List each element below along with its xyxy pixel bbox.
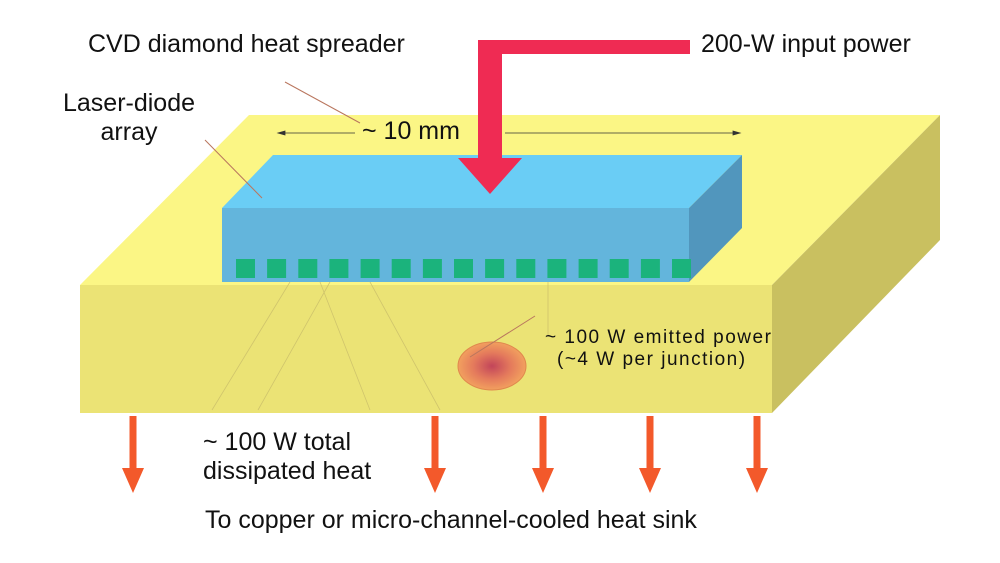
heat-path-lines [211,281,549,411]
array-side-face [689,155,742,282]
junction [329,259,349,278]
emitted-power-label: ~ 100 W emitted power (~4 W per junction… [545,327,772,371]
junction [640,259,660,278]
dimension-line [276,130,742,136]
junction [578,259,598,278]
emitted-power-label-line1: ~ 100 W emitted power [545,327,773,348]
laser-diode-label: Laser-diode array [44,89,214,147]
heat-sink-label: To copper or micro-channel-cooled heat s… [205,506,697,534]
dissipated-heat-label-line2: dissipated heat [203,456,372,485]
junction [609,259,629,278]
dissipated-heat-label: ~ 100 W total dissipated heat [203,428,371,486]
junction [298,259,318,278]
input-power-arrow [458,40,690,194]
heat-spreader-label: CVD diamond heat spreader [88,30,405,58]
heat-arrow [122,416,144,493]
junction [485,259,505,278]
hot-spot [457,341,527,391]
junction [672,259,691,278]
junction [360,259,380,278]
junction [391,259,411,278]
junction [454,259,473,278]
dissipated-heat-label-line1: ~ 100 W total [203,428,351,456]
heat-arrow [639,416,661,493]
substrate-side-face [772,115,940,413]
junction [236,259,255,278]
label-leader-lines [204,81,536,358]
heat-flow-arrows [122,416,768,493]
junction [422,259,442,278]
junction [267,259,287,278]
junction-row [236,259,691,278]
laser-diode-label-line2: array [100,117,158,146]
heat-arrow [424,416,446,493]
substrate-front-face [80,285,772,413]
junction [547,259,567,278]
heat-arrow [532,416,554,493]
input-power-label: 200-W input power [701,30,911,58]
heat-arrow [746,416,768,493]
emitted-power-label-line2: (~4 W per junction) [557,348,747,370]
laser-diode-label-line1: Laser-diode [62,89,196,117]
junction [516,259,536,278]
laser-diode-array [222,155,742,282]
dimension-label: ~ 10 mm [362,117,460,145]
